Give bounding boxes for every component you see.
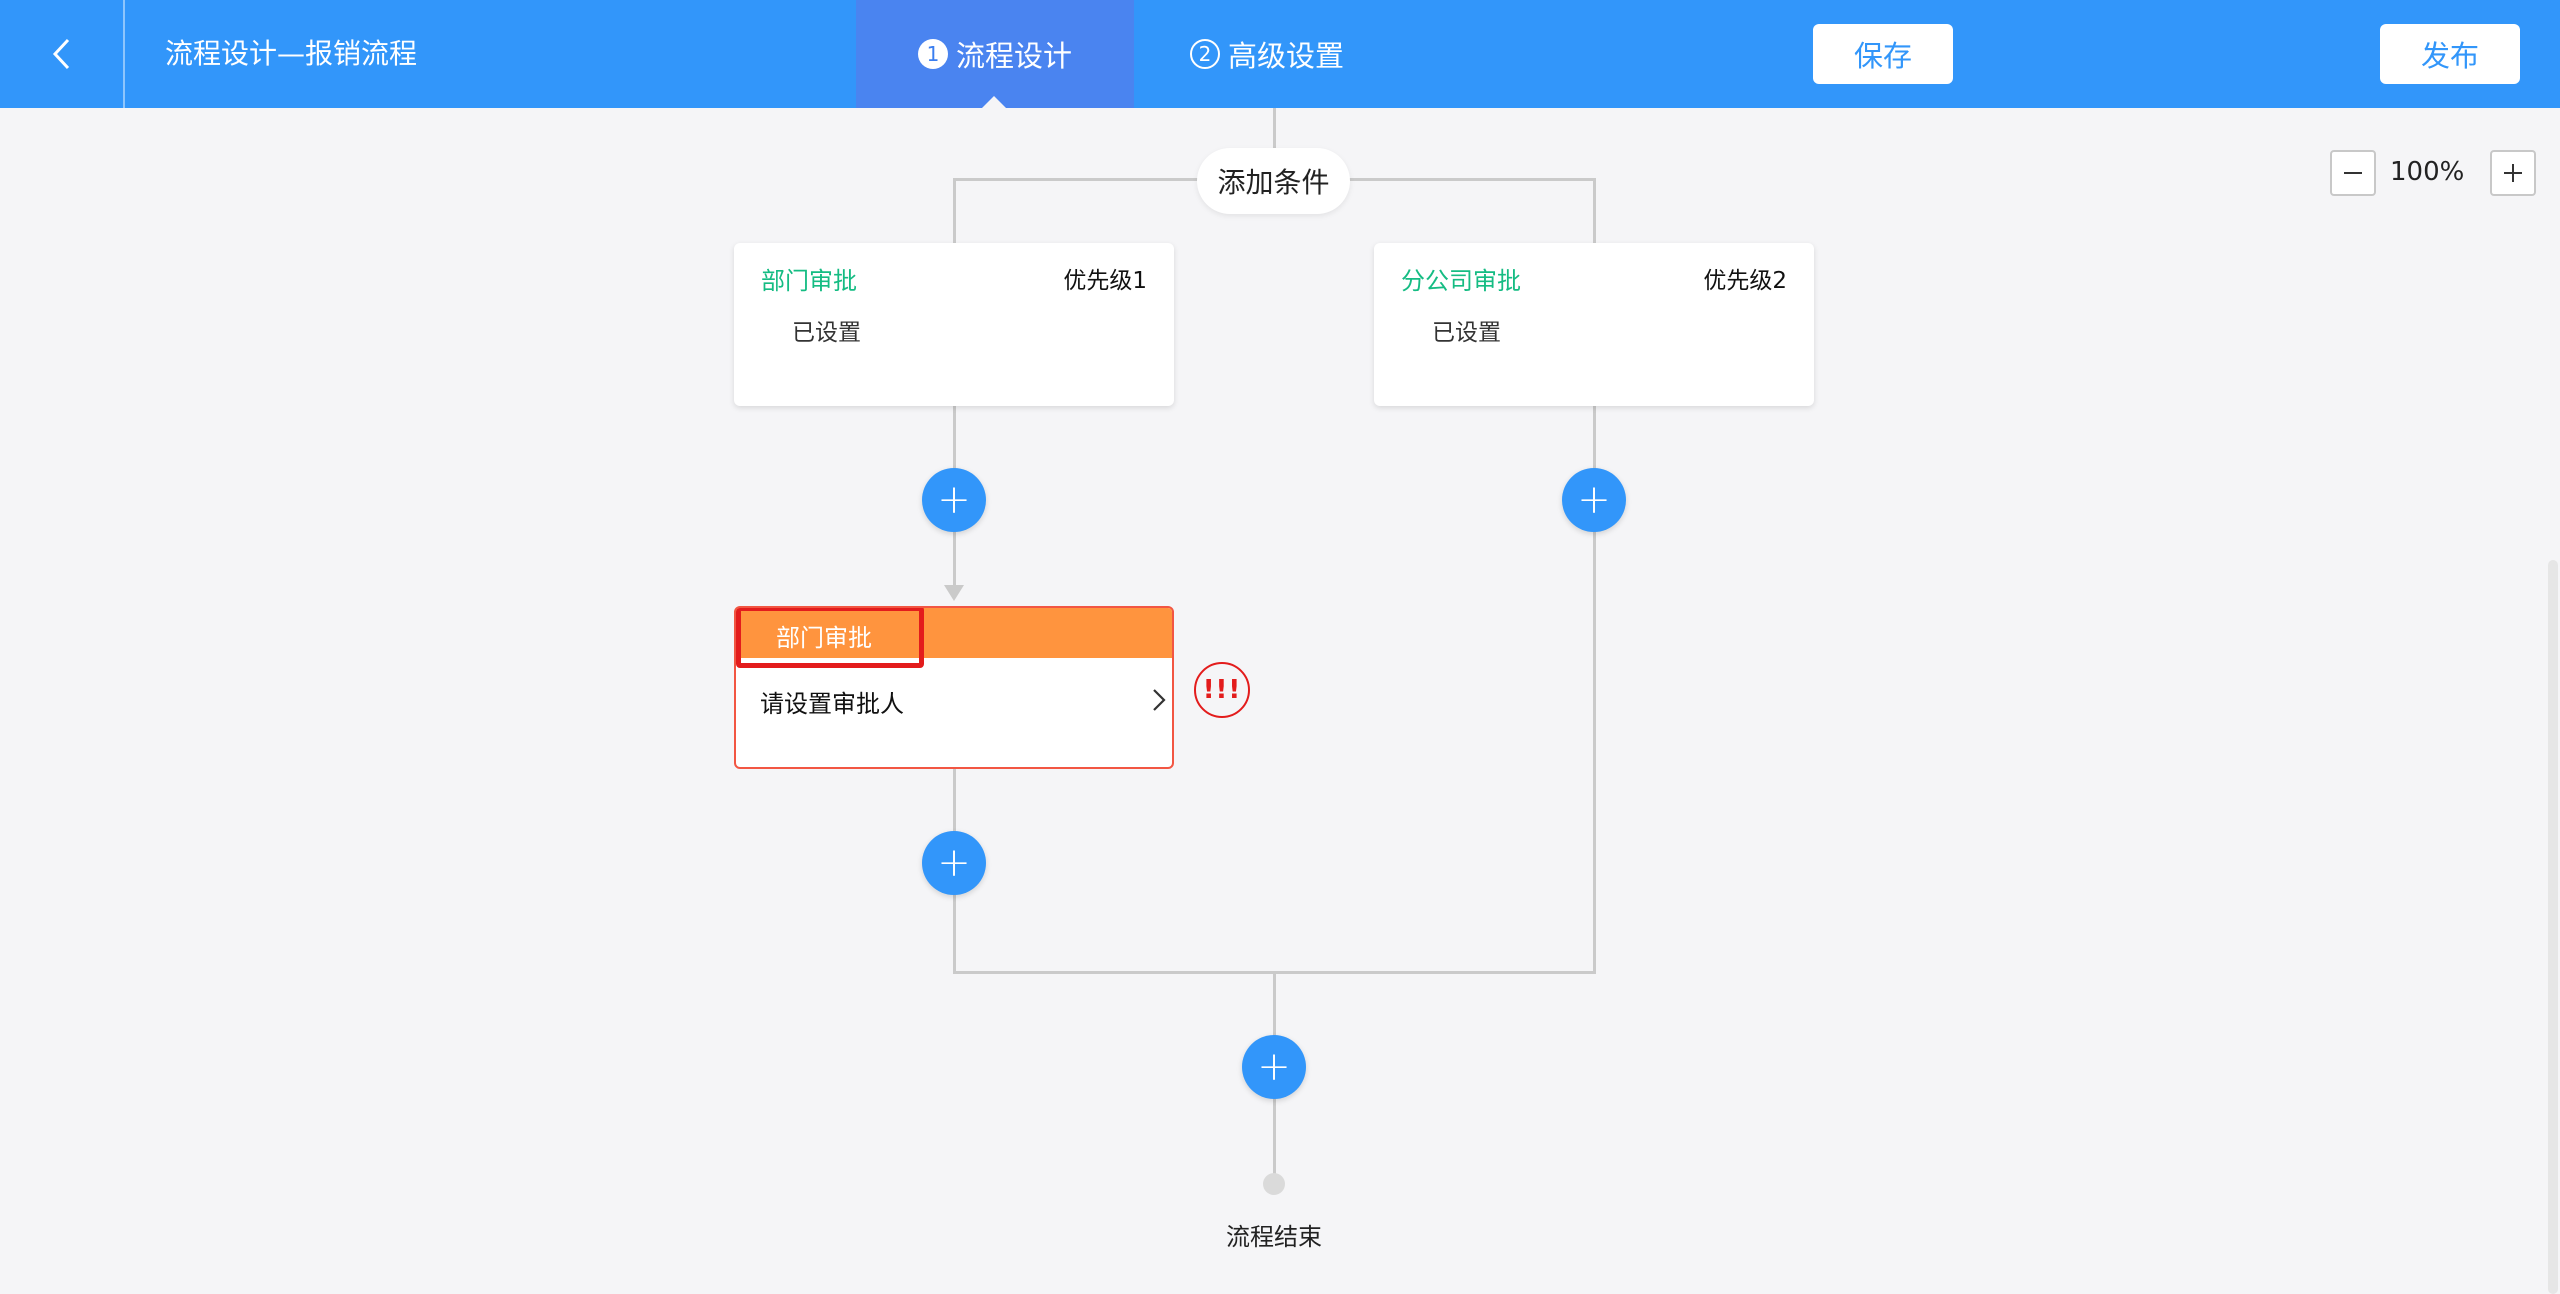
publish-button[interactable]: 发布 [2380, 24, 2520, 84]
back-button[interactable] [0, 0, 123, 108]
add-node-button[interactable]: + [922, 831, 986, 895]
flow-arrow [944, 585, 964, 601]
condition-card-department[interactable]: 部门审批 优先级1 已设置 [734, 243, 1174, 406]
condition-desc: 已设置 [792, 320, 861, 346]
error-warning-icon: !!! [1194, 662, 1250, 718]
zoom-in-button[interactable] [2490, 150, 2536, 196]
condition-title: 部门审批 [761, 267, 857, 295]
minus-icon [2344, 172, 2362, 174]
tab-advanced-settings[interactable]: 2 高级设置 [1190, 0, 1344, 108]
plus-icon: + [1257, 1044, 1291, 1090]
title-highlight-box [736, 608, 924, 668]
condition-desc: 已设置 [1432, 320, 1501, 346]
connector-line [1593, 406, 1596, 974]
add-node-button[interactable]: + [1242, 1035, 1306, 1099]
zoom-out-button[interactable] [2330, 150, 2376, 196]
zoom-level: 100% [2390, 157, 2465, 187]
process-end-label: 流程结束 [1226, 1223, 1322, 1251]
page-title: 流程设计—报销流程 [165, 37, 418, 70]
condition-card-branch-office[interactable]: 分公司审批 优先级2 已设置 [1374, 243, 1814, 406]
tab-process-design[interactable]: 1 流程设计 [856, 0, 1134, 108]
active-tab-caret [982, 96, 1006, 108]
vertical-scrollbar[interactable] [2548, 560, 2558, 1294]
approver-node-card[interactable]: 部门审批 请设置审批人 [734, 606, 1174, 769]
tab-label: 高级设置 [1228, 39, 1345, 73]
header-divider [123, 0, 125, 108]
connector-line [1273, 108, 1276, 150]
add-node-button[interactable]: + [922, 468, 986, 532]
set-approver-prompt: 请设置审批人 [760, 690, 904, 718]
condition-priority: 优先级2 [1703, 268, 1787, 294]
add-condition-button[interactable]: 添加条件 [1197, 148, 1350, 214]
chevron-right-icon [1153, 689, 1166, 711]
approver-node-header: 部门审批 [736, 608, 1172, 668]
chevron-left-icon [52, 38, 69, 70]
end-node-dot [1263, 1173, 1285, 1195]
condition-priority: 优先级1 [1063, 268, 1147, 294]
add-node-button[interactable]: + [1562, 468, 1626, 532]
plus-icon: + [1577, 477, 1611, 523]
step-number-badge: 2 [1190, 39, 1220, 69]
approver-node-title[interactable]: 部门审批 [776, 624, 872, 652]
plus-icon [2504, 164, 2522, 182]
top-header-bar: 流程设计—报销流程 1 流程设计 2 高级设置 保存 发布 [0, 0, 2560, 108]
step-number-badge: 1 [917, 39, 948, 69]
tab-label: 流程设计 [955, 39, 1072, 73]
plus-icon: + [937, 840, 971, 886]
connector-line [953, 178, 956, 244]
condition-title: 分公司审批 [1401, 267, 1521, 295]
connector-line [1593, 178, 1596, 244]
plus-icon: + [937, 477, 971, 523]
save-button[interactable]: 保存 [1813, 24, 1953, 84]
